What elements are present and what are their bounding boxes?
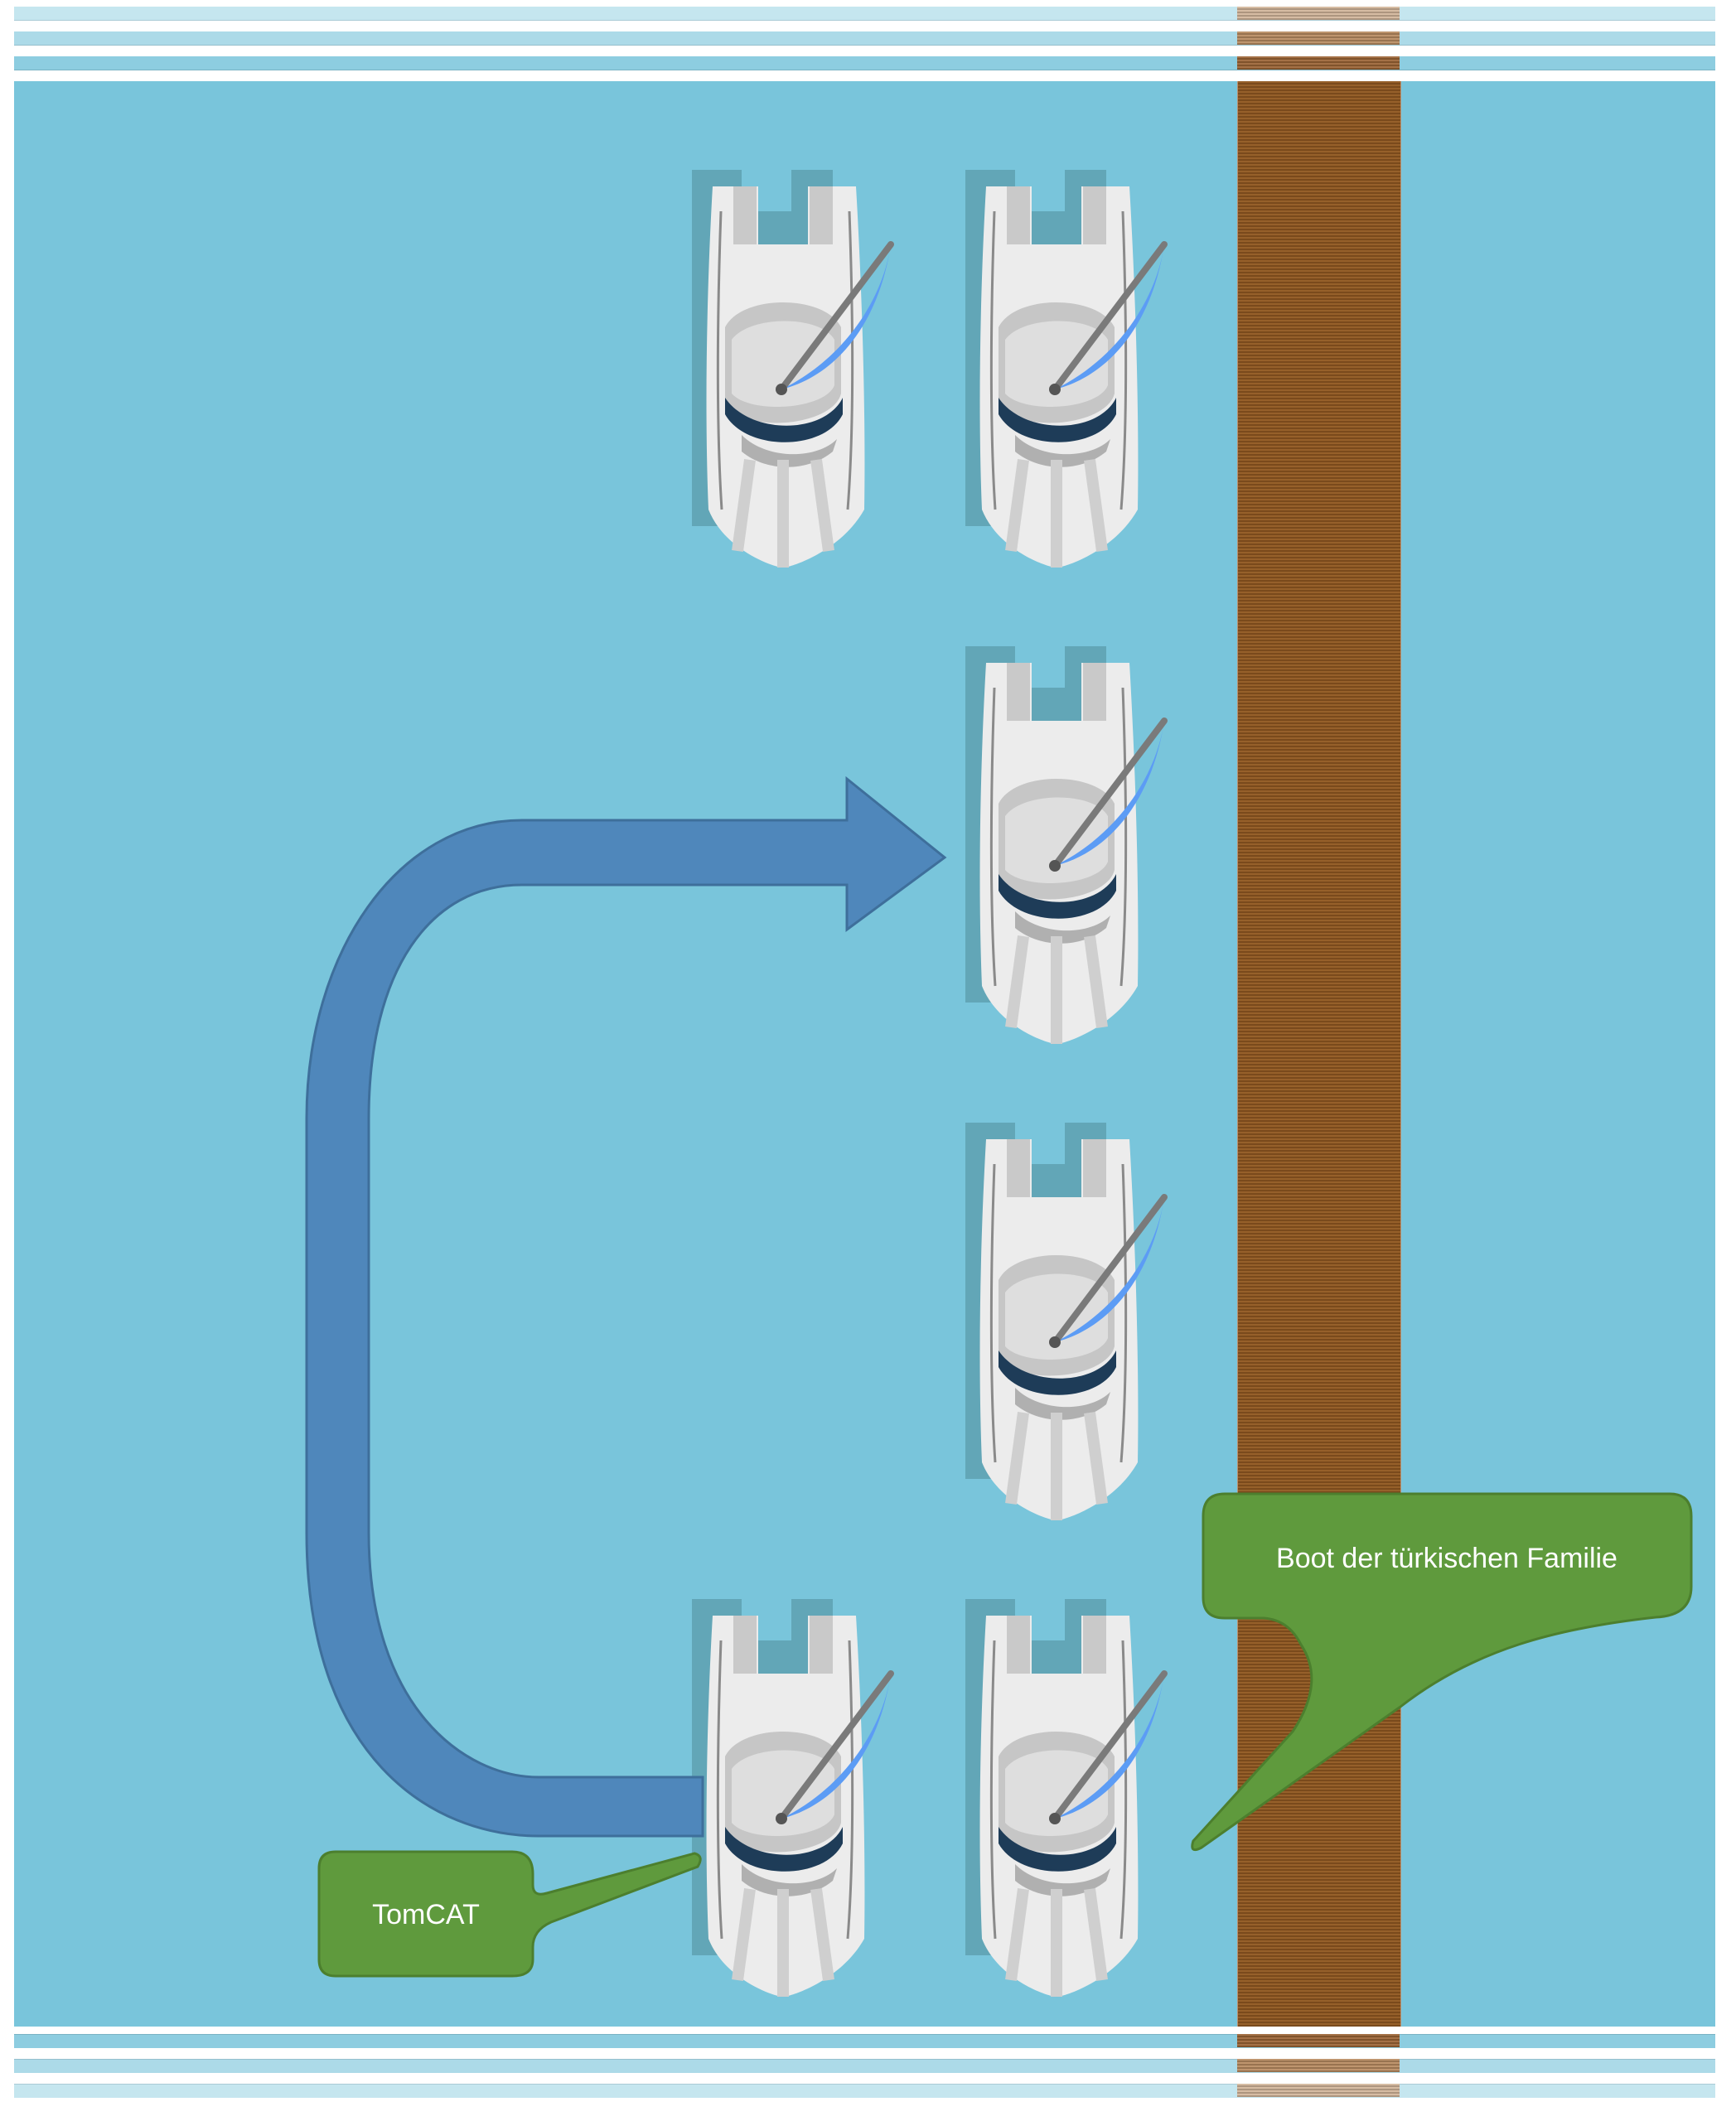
move-arrow [305,775,947,1838]
tomcat-callout [317,1850,702,1978]
turkish-family-label: Boot der türkischen Familie [1276,1543,1618,1574]
boat-top-right [965,170,1164,568]
boat-middle [965,1123,1164,1520]
boat-turkish-family [965,1599,1164,1997]
boat-top-left [692,170,891,568]
top-pier-stripe-3 [1237,56,1400,70]
boat-target [965,646,1164,1044]
boat-tomcat [692,1599,891,1997]
top-pier-stripe-1 [1237,7,1400,20]
water [14,81,1715,2027]
bottom-pier-stripe-2 [1237,2059,1400,2072]
tomcat-label: TomCAT [372,1899,480,1930]
turkish-family-callout [1191,1492,1693,1852]
bottom-pier-stripe-1 [1237,2034,1400,2047]
top-pier-stripe-2 [1237,31,1400,45]
bottom-pier-stripe-3 [1237,2084,1400,2097]
